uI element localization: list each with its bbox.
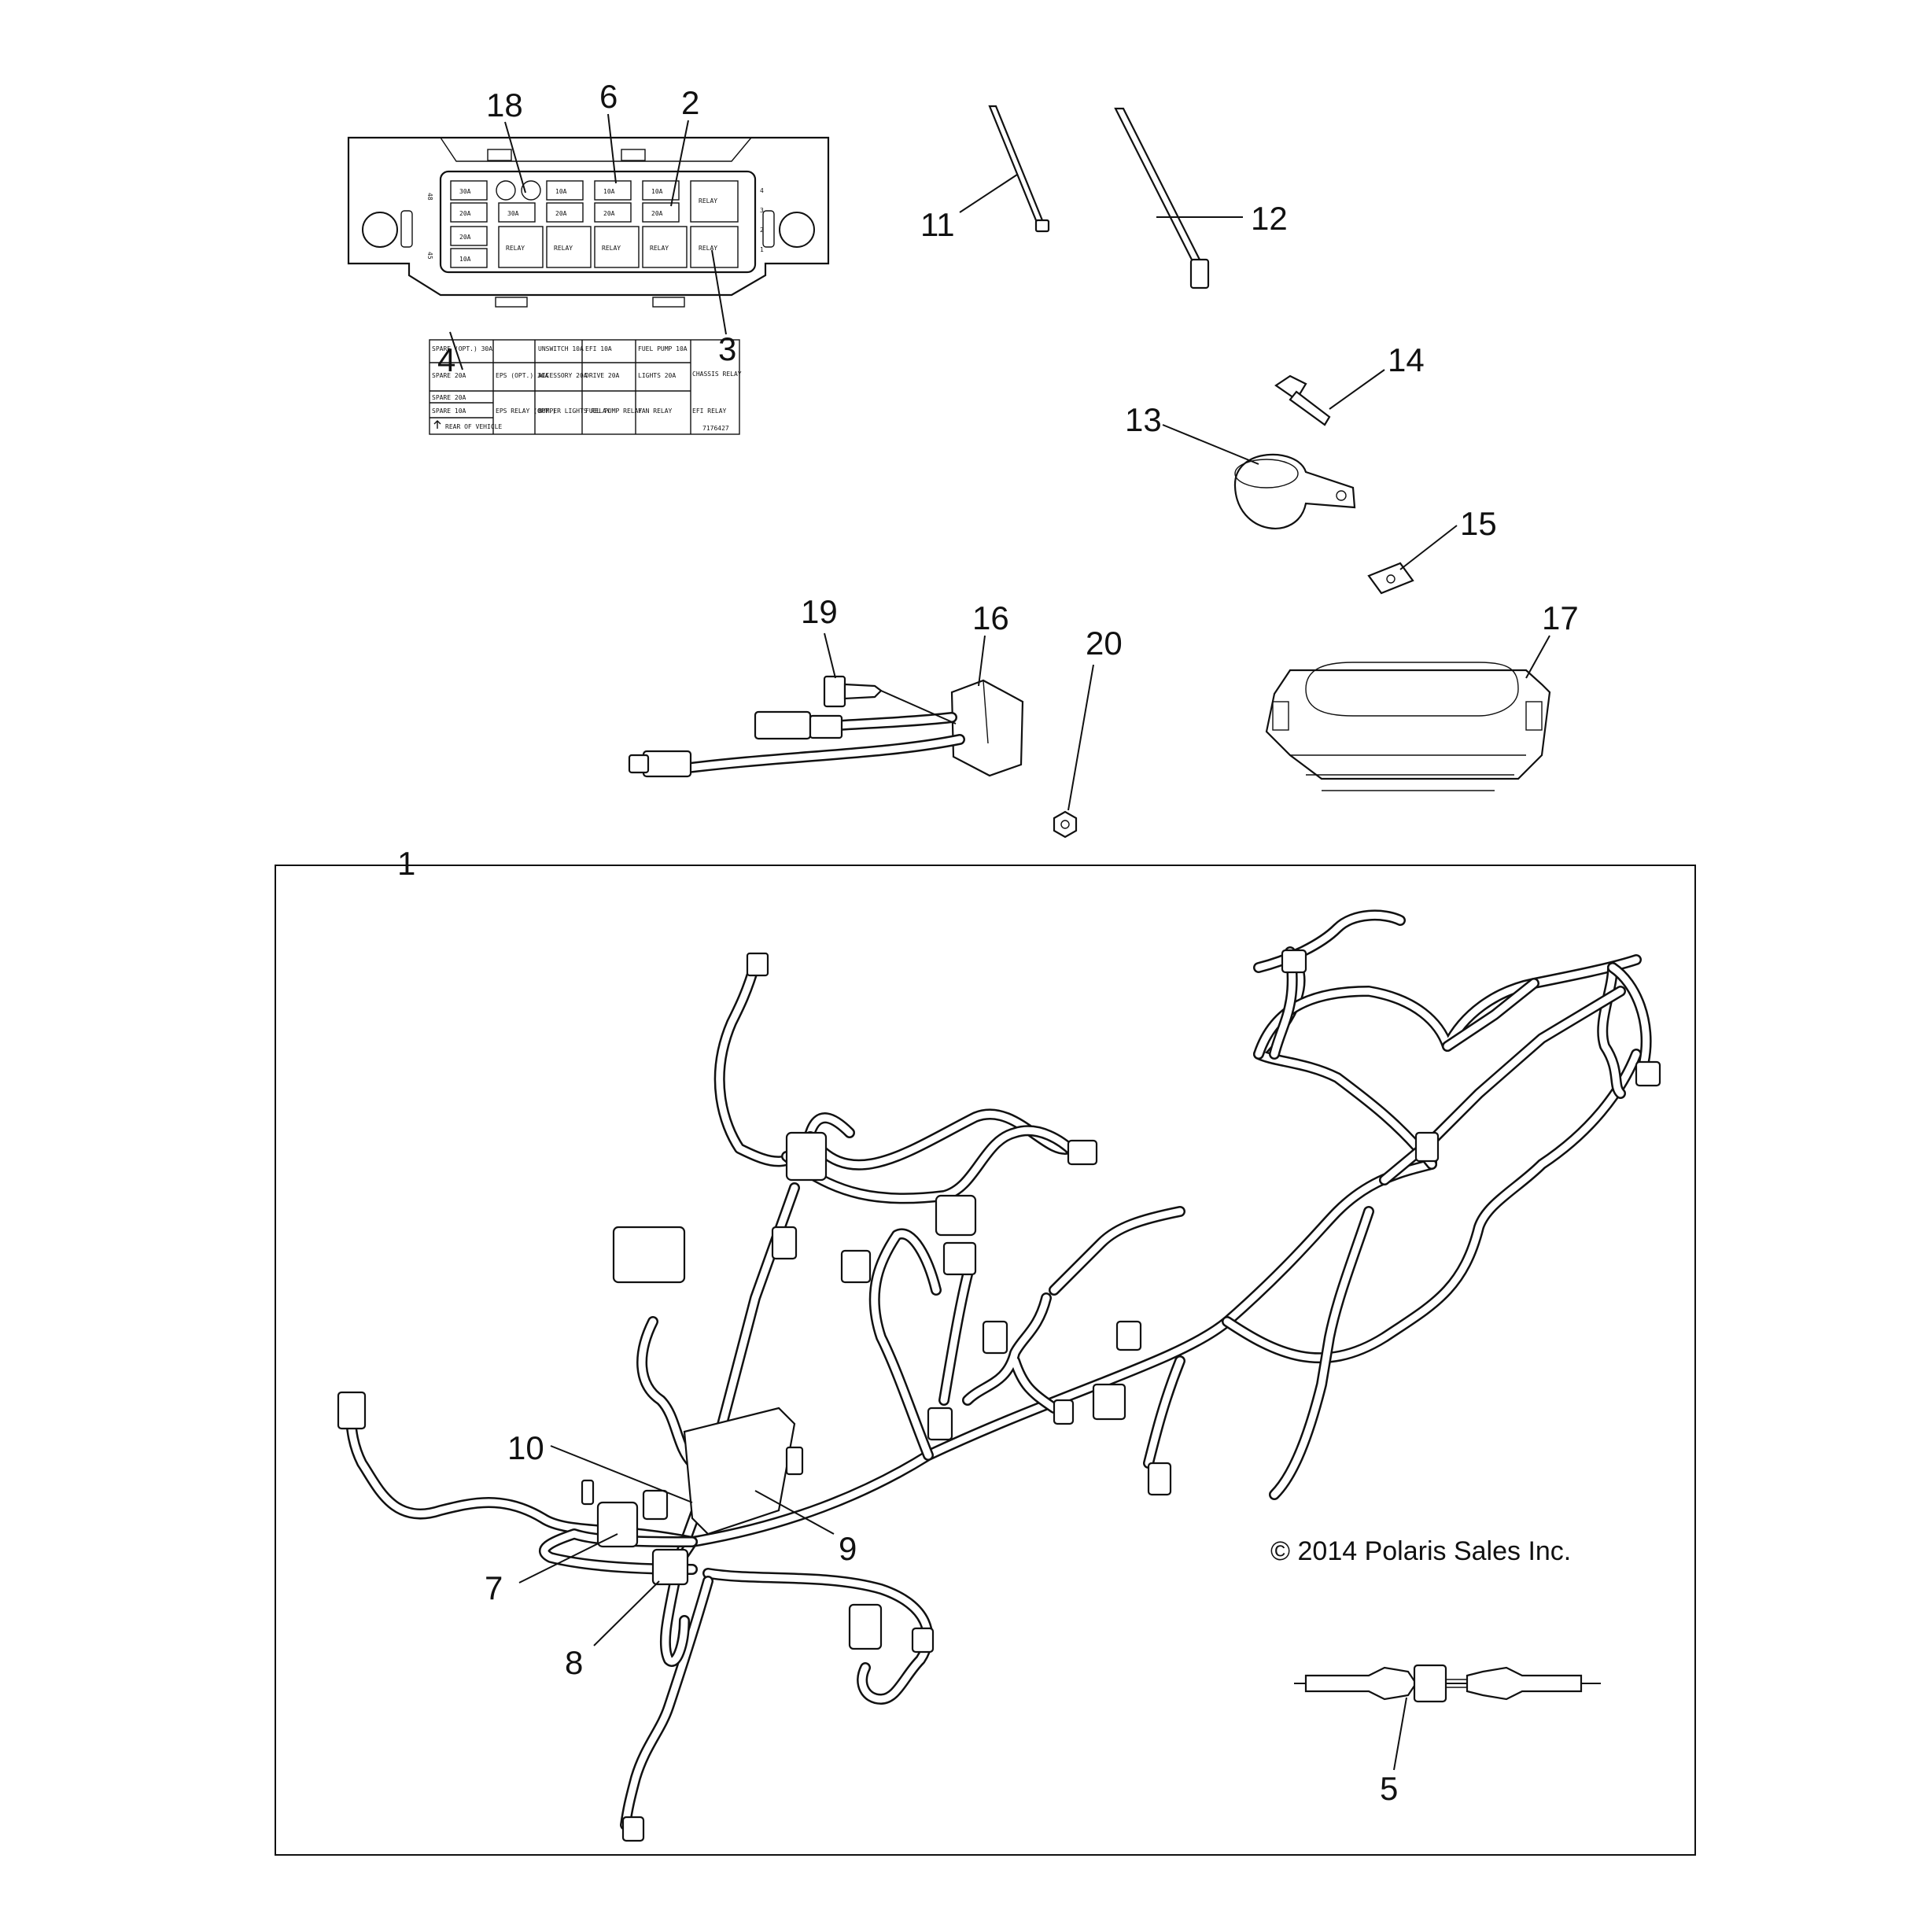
fuse-r2-c4: 20A (603, 210, 615, 217)
relay-sub-harness (628, 679, 1024, 778)
callout-6: 6 (599, 78, 618, 115)
decal-part-number: 7176427 (702, 425, 729, 432)
callout-1: 1 (397, 845, 415, 882)
main-harness-frame (275, 865, 1696, 1856)
callout-3: 3 (718, 330, 736, 367)
decal-r4-c5: FAN RELAY (638, 407, 673, 415)
arrow-up-icon (433, 420, 441, 429)
decal-r5-c1: REAR OF VEHICLE (445, 423, 502, 430)
callout-16: 16 (972, 599, 1009, 636)
hex-nut (1053, 810, 1078, 839)
fuse-r1-c6: RELAY (699, 197, 717, 205)
fuse-decal: SPARE (OPT.) 30A UNSWITCH 10A EFI 10A FU… (429, 339, 742, 435)
callout-10: 10 (507, 1429, 544, 1466)
p-clamp (1233, 453, 1356, 529)
fuse-r2-c2: 30A (507, 210, 519, 217)
callout-19: 19 (801, 593, 838, 630)
bolt-19 (823, 675, 883, 708)
fuse-r2-c3: 20A (555, 210, 567, 217)
copyright-text: © 2014 Polaris Sales Inc. (1270, 1536, 1571, 1566)
callout-12: 12 (1251, 200, 1288, 237)
decal-r3-c1: SPARE 20A (432, 394, 466, 401)
fuse-r1-c3: 10A (555, 188, 567, 195)
decal-r1-c4: EFI 10A (585, 345, 612, 352)
fuse-pigtail (1294, 1664, 1601, 1703)
main-wire-harness (341, 909, 1652, 1831)
fuse-r4-c4: RELAY (602, 245, 621, 252)
fuse-r4-c1: 10A (459, 256, 471, 263)
decal-r1-c1: SPARE (OPT.) 30A (432, 345, 492, 352)
callout-9: 9 (839, 1530, 857, 1567)
fuse-r2-c1: 20A (459, 210, 471, 217)
decal-r2-c5: LIGHTS 20A (638, 372, 676, 379)
cable-tie-long (1114, 107, 1210, 289)
decal-r2-c2: EPS (OPT.) 30A (496, 372, 549, 379)
fuse-r3-c1: 20A (459, 234, 471, 241)
callout-14: 14 (1388, 341, 1425, 378)
decal-r4-c4: FUEL PUMP RELAY (585, 407, 642, 415)
callout-20: 20 (1086, 625, 1123, 662)
fuse-r2-c5: 20A (651, 210, 663, 217)
callout-5: 5 (1380, 1770, 1398, 1807)
fuse-r4-c3: RELAY (554, 245, 573, 252)
callout-15: 15 (1460, 505, 1497, 542)
decal-r1-c6: CHASSIS RELAY (692, 371, 742, 378)
callout-8: 8 (565, 1644, 583, 1681)
decal-r1-c5: FUEL PUMP 10A (638, 345, 688, 352)
fusebox-side-label-4: 4 (760, 187, 764, 194)
decal-r2-c4: DRIVE 20A (585, 372, 620, 379)
callout-18: 18 (486, 87, 523, 124)
fuse-r1-c1: 30A (459, 188, 471, 195)
decal-r2-c3: ACCESSORY 20A (538, 372, 588, 379)
fusebox-side-label-48: 48 (426, 193, 433, 201)
callout-13: 13 (1125, 401, 1162, 438)
fusebox-side-label-45: 45 (426, 252, 433, 260)
callout-17: 17 (1542, 599, 1579, 636)
decal-r2-c1: SPARE 20A (432, 372, 466, 379)
fuse-r4-c6: RELAY (699, 245, 717, 252)
callout-11: 11 (920, 206, 955, 243)
fusebox-side-label-2: 2 (760, 227, 764, 234)
fuse-r1-c4: 10A (603, 188, 615, 195)
fusebox-side-label-1: 1 (760, 246, 764, 253)
decal-r4-c2: EPS RELAY (OPT.) (496, 407, 556, 415)
fuse-r4-c5: RELAY (650, 245, 669, 252)
decal-r4-c3: BUMPER LIGHTS RELAY (538, 407, 610, 415)
fuse-r1-c5: 10A (651, 188, 663, 195)
decal-r1-c3: UNSWITCH 10A (538, 345, 584, 352)
cable-tie-short (988, 105, 1050, 233)
decal-r4-c6: EFI RELAY (692, 407, 727, 415)
callout-7: 7 (485, 1569, 503, 1606)
harness-connectors (337, 949, 1661, 1842)
fuse-box-cover (1265, 662, 1551, 791)
callout-4: 4 (437, 341, 455, 378)
fuse-box: 48 45 4 3 2 1 30A 10A 10A 10A RELAY 20A … (347, 136, 830, 308)
speed-nut (1367, 562, 1414, 595)
callout-2: 2 (681, 84, 699, 121)
fusebox-side-label-3: 3 (760, 207, 764, 214)
bolt (1274, 374, 1331, 426)
decal-r4-c1: SPARE 10A (432, 407, 466, 415)
fuse-r4-c2: RELAY (506, 245, 525, 252)
